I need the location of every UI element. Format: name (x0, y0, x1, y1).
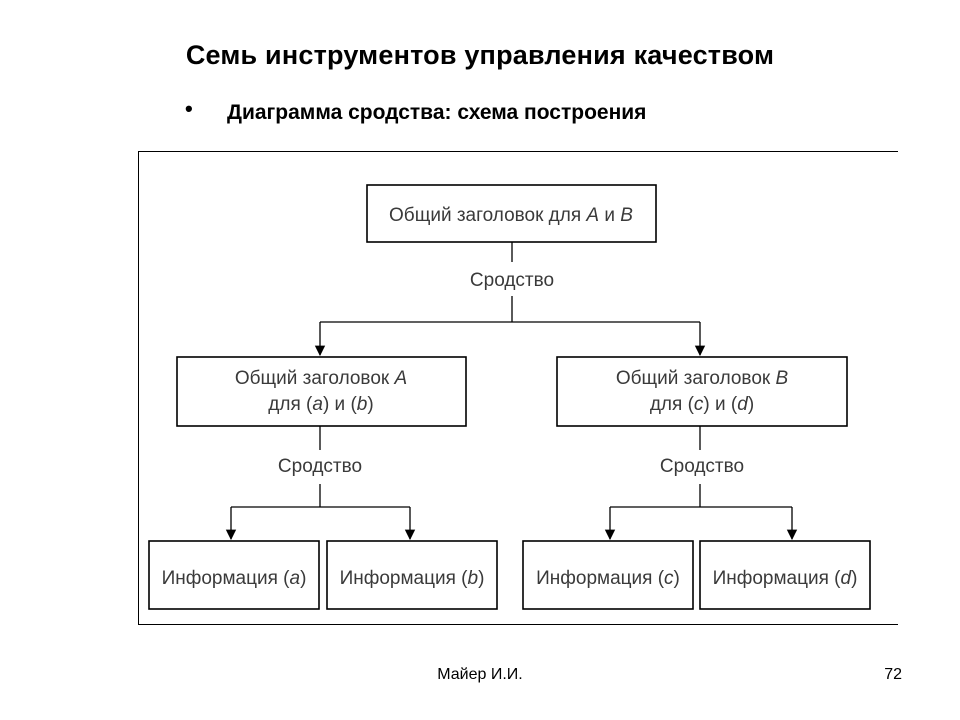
affinity-label-left: Сродство (278, 456, 362, 477)
page-number: 72 (884, 666, 902, 683)
top-header-label: Общий заголовок для A и B (389, 205, 633, 226)
info-box-d (699, 540, 871, 610)
info-box-b (326, 540, 498, 610)
right-group-label-line2: для (c) и (d) (650, 394, 754, 415)
info-label-d: Информация (d) (713, 568, 858, 589)
affinity-label-right: Сродство (660, 456, 744, 477)
left-group-label-line1: Общий заголовок A (235, 368, 407, 389)
affinity-label-top: Сродство (470, 270, 554, 291)
slide-subtitle: Диаграмма сродства: схема построения (227, 101, 647, 124)
info-label-a: Информация (a) (162, 568, 307, 589)
left-group-box (176, 356, 467, 427)
left-group-label-line2: для (a) и (b) (268, 394, 373, 415)
info-label-b: Информация (b) (340, 568, 485, 589)
slide-title: Семь инструментов управления качеством (185, 40, 775, 70)
info-box-c (522, 540, 694, 610)
diagram-frame (138, 151, 898, 625)
right-group-label-line1: Общий заголовок B (616, 368, 789, 389)
info-label-c: Информация (c) (536, 568, 680, 589)
footer-author: Майер И.И. (437, 666, 523, 683)
right-group-box (556, 356, 848, 427)
info-box-a (148, 540, 320, 610)
bullet-point: • (185, 96, 193, 121)
